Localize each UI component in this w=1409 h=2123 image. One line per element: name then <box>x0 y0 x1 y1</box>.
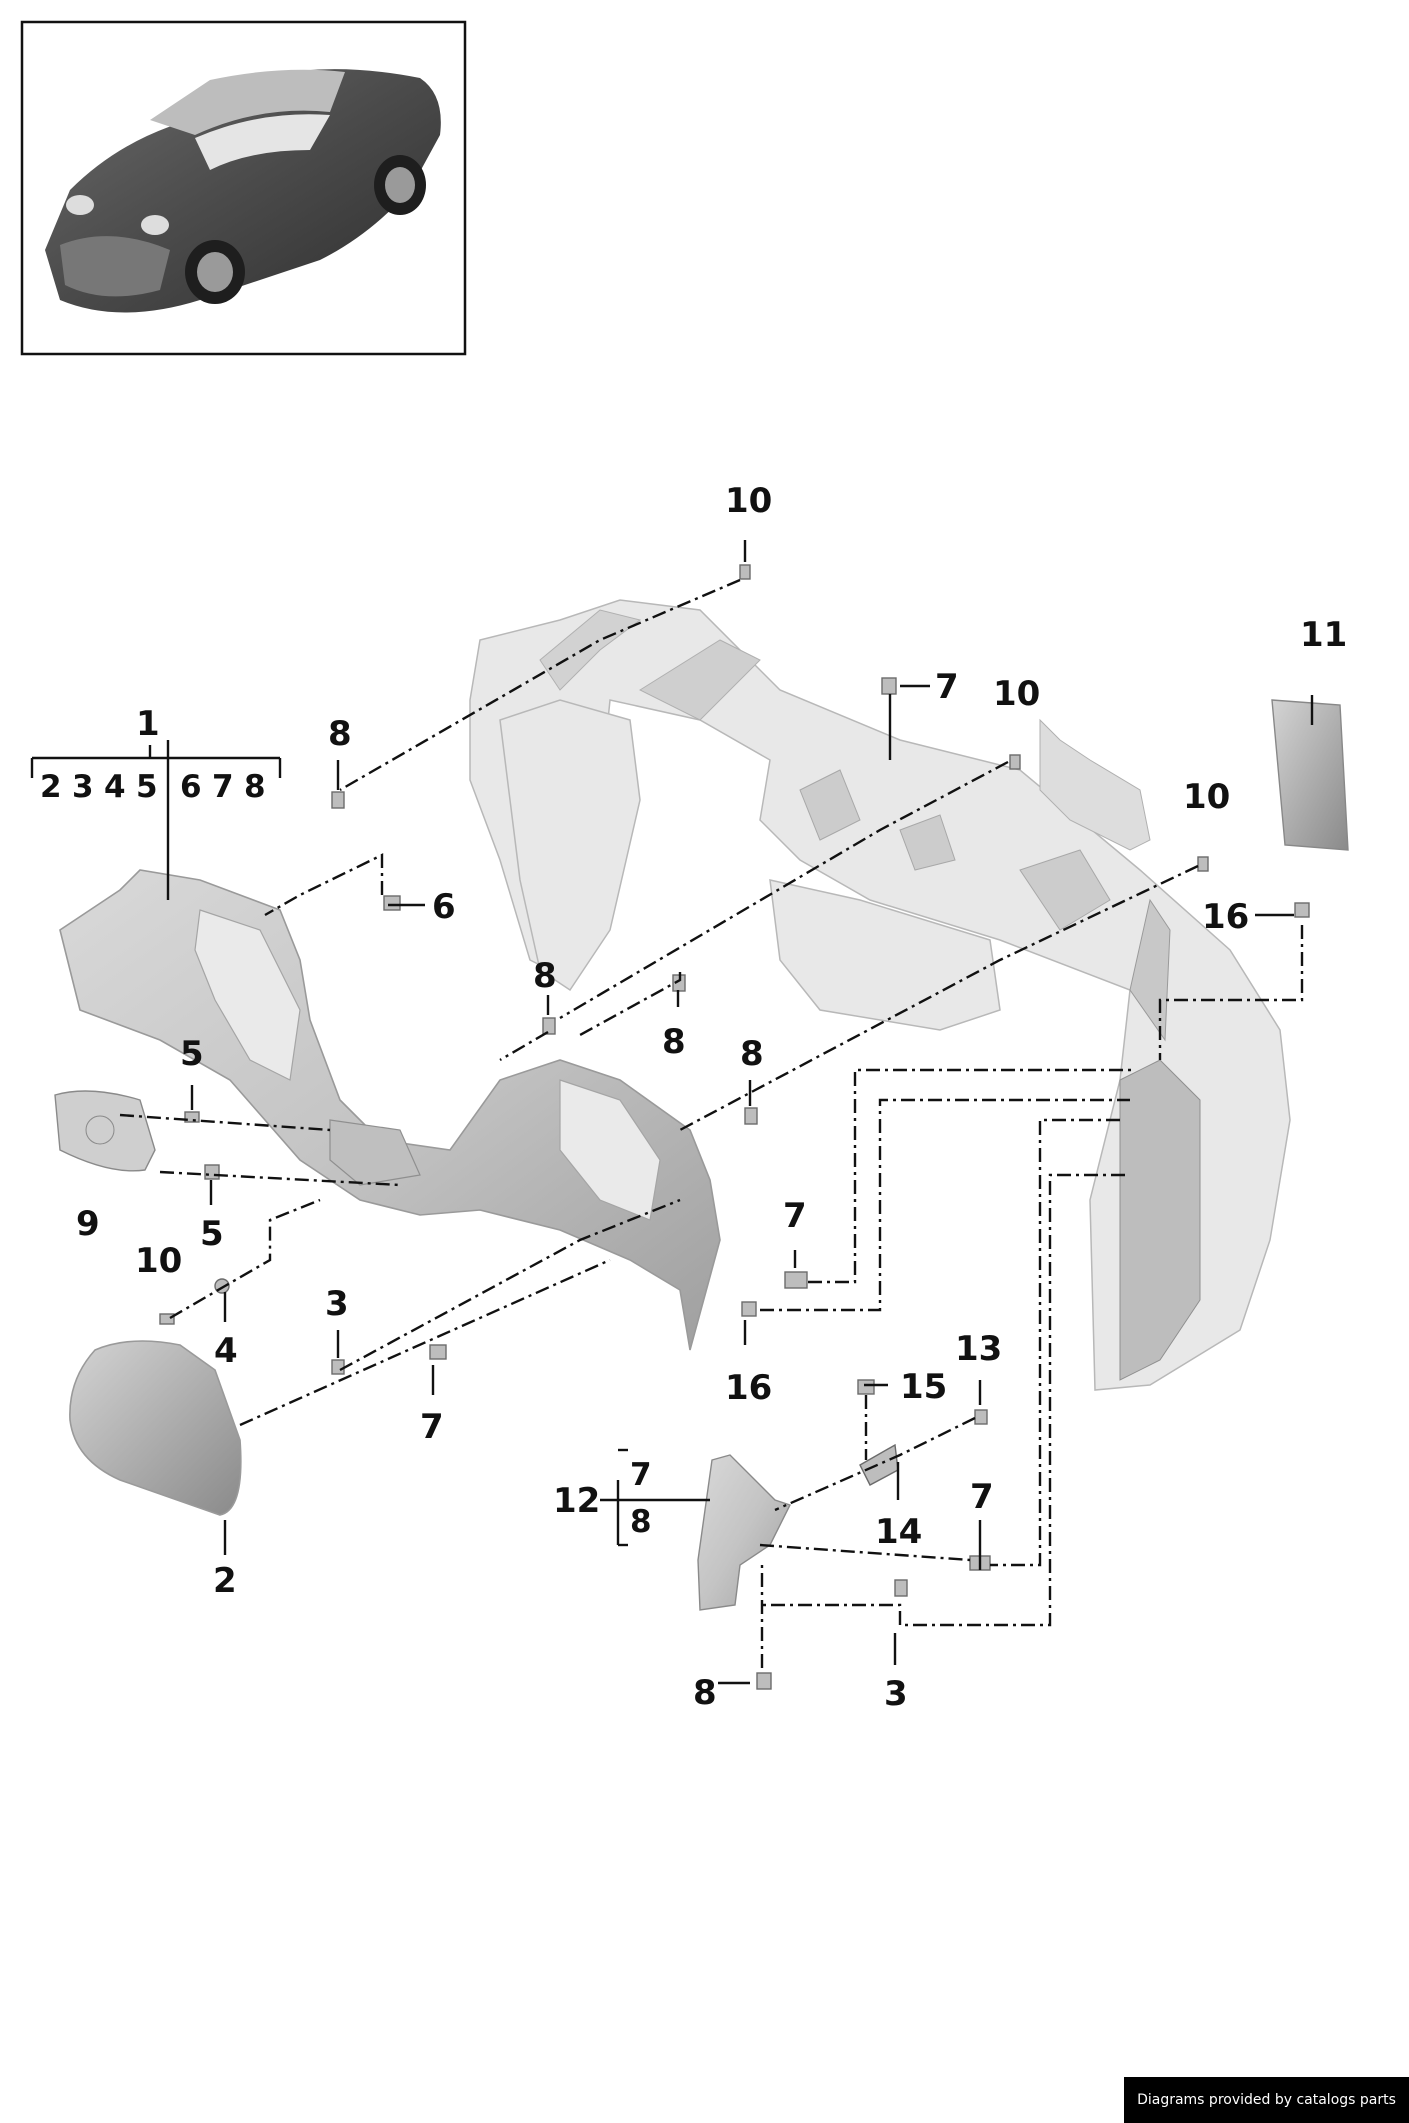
callout-3a: 3 <box>325 1284 349 1324</box>
trim-panel-main <box>59 869 721 1351</box>
leader-lines <box>30 540 1314 1685</box>
body-structure <box>469 599 1291 1391</box>
group1-sub-3: 5 <box>136 769 158 805</box>
callout-16b: 16 <box>725 1368 772 1408</box>
callout-1: 1 <box>136 704 160 744</box>
callout-10b: 10 <box>993 674 1040 714</box>
callout-6: 6 <box>432 887 456 927</box>
callout-10d: 10 <box>135 1241 182 1281</box>
emblem-cover <box>54 1090 156 1172</box>
callout-11: 11 <box>1300 615 1347 655</box>
group1-sub-5: 7 <box>212 769 234 805</box>
group-12-subparts: 7 8 <box>630 1457 652 1540</box>
diagram-credit: Diagrams provided by catalogs parts <box>1124 2077 1409 2123</box>
vehicle-thumbnail <box>20 20 467 356</box>
group1-sub-1: 3 <box>72 769 94 805</box>
callout-9: 9 <box>76 1204 100 1244</box>
callout-labels: 10 7 10 11 10 16 1 8 6 8 8 8 5 9 5 7 10 … <box>76 481 1347 1714</box>
callout-8b: 8 <box>533 956 557 996</box>
callout-14: 14 <box>875 1512 922 1552</box>
callout-7d: 7 <box>970 1477 994 1517</box>
callout-8c: 8 <box>662 1022 686 1062</box>
callout-10a: 10 <box>725 481 772 521</box>
callout-7b: 7 <box>783 1196 807 1236</box>
callout-2: 2 <box>213 1561 237 1601</box>
callout-10c: 10 <box>1183 777 1230 817</box>
callout-13: 13 <box>955 1329 1002 1369</box>
callout-8e: 8 <box>693 1673 717 1713</box>
trim-strip <box>1271 699 1349 851</box>
fasteners <box>159 564 1310 1690</box>
group1-sub-6: 8 <box>244 769 266 805</box>
callout-5b: 5 <box>200 1214 224 1254</box>
callout-12: 12 <box>553 1481 600 1521</box>
callout-8d: 8 <box>740 1034 764 1074</box>
group12-sub-1: 8 <box>630 1504 652 1540</box>
group1-sub-0: 2 <box>40 769 62 805</box>
callout-7c: 7 <box>420 1407 444 1447</box>
callout-3b: 3 <box>884 1674 908 1714</box>
end-cap <box>69 1340 242 1516</box>
callout-5a: 5 <box>180 1034 204 1074</box>
side-bracket <box>697 1454 791 1611</box>
group1-sub-2: 4 <box>104 769 126 805</box>
car-illustration <box>45 69 441 313</box>
callout-4: 4 <box>214 1331 238 1371</box>
group12-sub-0: 7 <box>630 1457 652 1493</box>
callout-16a: 16 <box>1202 897 1249 937</box>
callout-15: 15 <box>900 1367 947 1407</box>
group-1-subparts: 2 3 4 5 6 7 8 <box>40 769 266 805</box>
callout-8a: 8 <box>328 714 352 754</box>
callout-7a: 7 <box>935 667 959 707</box>
group1-sub-4: 6 <box>180 769 202 805</box>
